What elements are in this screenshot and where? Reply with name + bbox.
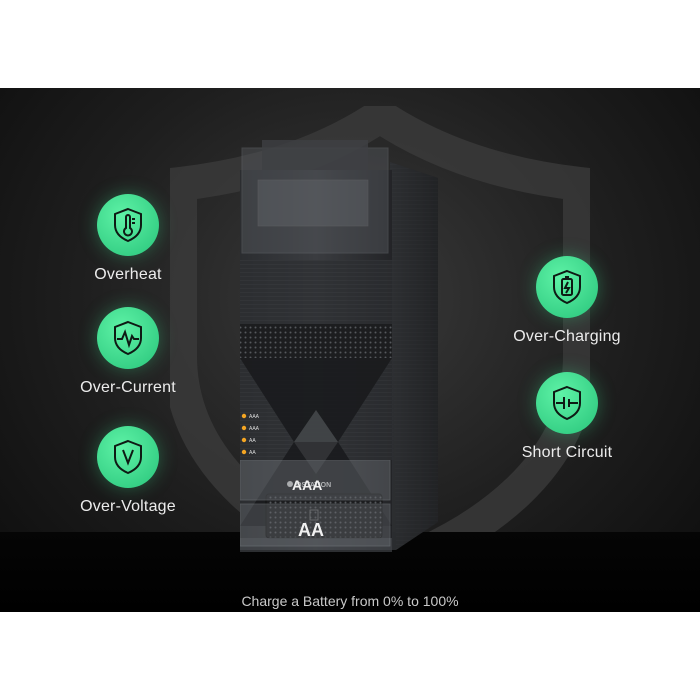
led-label-4: AA <box>249 450 256 456</box>
led-label-2: AAA <box>249 426 260 432</box>
brand-logo-icon <box>287 481 293 487</box>
battery-drawers: AAA AA <box>240 460 391 547</box>
caption: Charge a Battery from 0% to 100% <box>241 593 459 609</box>
pulse-shield-icon <box>97 307 159 369</box>
led-label-1: AAA <box>249 414 260 420</box>
thermometer-shield-icon <box>97 194 159 256</box>
battery-bolt-shield-icon <box>536 256 598 318</box>
feature-label: Overheat <box>94 266 162 283</box>
feature-over-current: Over-Current <box>43 307 213 397</box>
drawer-aaa-label: AAA <box>292 477 322 493</box>
circuit-shield-icon <box>536 372 598 434</box>
feature-label: Short Circuit <box>521 444 613 461</box>
feature-short-circuit: Short Circuit <box>482 372 652 462</box>
led-label-3: AA <box>249 438 256 444</box>
battery-charger-device: AAA AAA AA AA OSTATION <box>240 140 438 552</box>
hero-stage: Overheat Over-Current Over-Voltage <box>0 88 700 612</box>
feature-overheat: Overheat <box>43 194 213 284</box>
feature-over-charging: Over-Charging <box>482 256 652 346</box>
drawer-aa-label: AA <box>298 520 324 540</box>
feature-label: Over-Charging <box>513 328 621 345</box>
feature-over-voltage: Over-Voltage <box>43 426 213 516</box>
indicator-leds: AAA AAA AA AA <box>241 413 260 456</box>
feature-label: Over-Current <box>80 379 176 396</box>
brand-label: OSTATION <box>296 482 331 489</box>
v-shield-icon <box>97 426 159 488</box>
feature-label: Over-Voltage <box>80 498 176 515</box>
